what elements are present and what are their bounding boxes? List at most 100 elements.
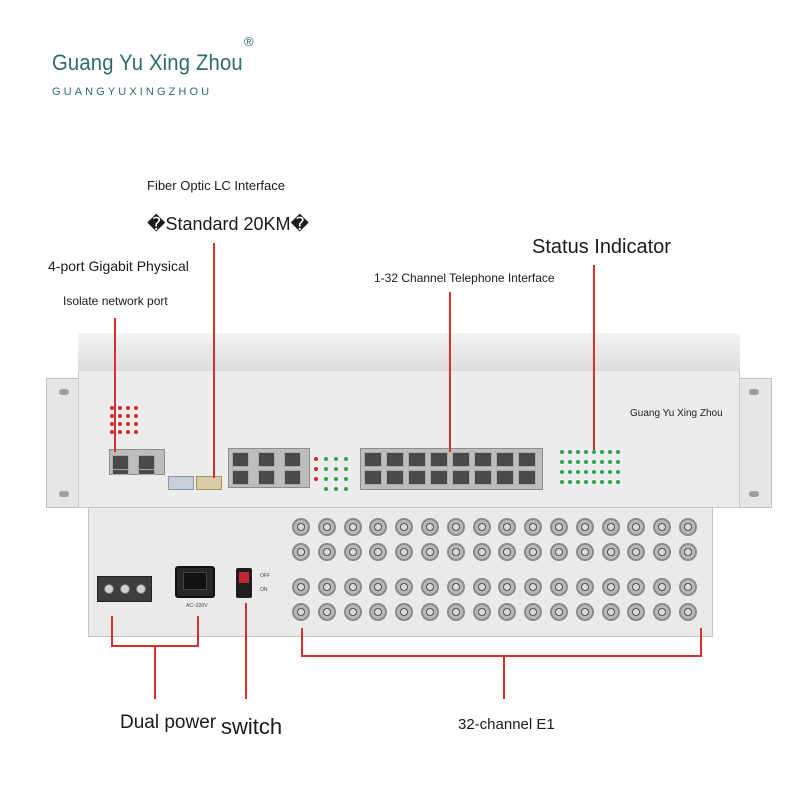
bnc-e1-connector[interactable] [524, 543, 543, 561]
telephone-port[interactable] [474, 470, 492, 485]
bnc-e1-connector[interactable] [627, 603, 646, 621]
bnc-e1-connector[interactable] [653, 518, 672, 536]
rj45-port[interactable] [284, 470, 301, 485]
sfp-fiber-port[interactable] [196, 476, 222, 490]
bnc-e1-connector[interactable] [550, 543, 568, 561]
rj45-port[interactable] [112, 455, 129, 470]
telephone-port[interactable] [386, 452, 404, 467]
telephone-port[interactable] [430, 470, 448, 485]
bnc-e1-connector[interactable] [472, 518, 491, 536]
bnc-e1-connector[interactable] [498, 603, 517, 621]
bnc-e1-connector[interactable] [395, 603, 414, 621]
bnc-e1-connector[interactable] [601, 603, 620, 621]
bnc-e1-connector[interactable] [601, 543, 620, 561]
rj45-port[interactable] [258, 470, 275, 485]
status-led [576, 470, 580, 474]
bnc-e1-connector[interactable] [575, 518, 594, 536]
bnc-e1-connector[interactable] [343, 543, 362, 561]
rj45-port[interactable] [284, 452, 301, 467]
bnc-e1-connector[interactable] [369, 603, 388, 621]
status-led [568, 460, 572, 464]
bnc-e1-connector[interactable] [395, 543, 414, 561]
bnc-e1-connector[interactable] [498, 543, 517, 561]
bnc-e1-connector[interactable] [421, 518, 439, 536]
bnc-e1-connector[interactable] [317, 518, 336, 536]
bnc-e1-connector[interactable] [679, 578, 697, 596]
telephone-port[interactable] [518, 470, 536, 485]
bnc-e1-connector[interactable] [317, 603, 336, 621]
bnc-e1-connector[interactable] [446, 603, 465, 621]
dc-power-terminal[interactable] [97, 576, 152, 602]
telephone-port[interactable] [364, 452, 382, 467]
bnc-e1-connector[interactable] [317, 578, 336, 596]
telephone-port[interactable] [386, 470, 404, 485]
bnc-e1-connector[interactable] [679, 543, 697, 561]
status-led [608, 460, 612, 464]
bnc-e1-connector[interactable] [421, 543, 439, 561]
bnc-e1-connector[interactable] [446, 578, 465, 596]
bnc-e1-connector[interactable] [524, 603, 543, 621]
rj45-port[interactable] [232, 470, 249, 485]
bnc-e1-connector[interactable] [601, 518, 620, 536]
rj45-port[interactable] [258, 452, 275, 467]
telephone-port[interactable] [430, 452, 448, 467]
bnc-e1-connector[interactable] [575, 578, 594, 596]
power-switch-rocker[interactable] [239, 572, 249, 583]
bnc-e1-connector[interactable] [395, 578, 414, 596]
bnc-e1-connector[interactable] [524, 518, 543, 536]
bnc-e1-connector[interactable] [653, 578, 672, 596]
bnc-e1-connector[interactable] [421, 578, 439, 596]
status-led [600, 470, 604, 474]
bnc-e1-connector[interactable] [317, 543, 336, 561]
bnc-e1-connector[interactable] [292, 518, 310, 536]
telephone-port[interactable] [496, 452, 514, 467]
sfp-fiber-port[interactable] [168, 476, 194, 490]
bnc-e1-connector[interactable] [627, 578, 646, 596]
telephone-port[interactable] [364, 470, 382, 485]
bnc-e1-connector[interactable] [395, 518, 414, 536]
bnc-e1-connector[interactable] [472, 578, 491, 596]
bnc-e1-connector[interactable] [601, 578, 620, 596]
bnc-e1-connector[interactable] [575, 543, 594, 561]
bnc-e1-connector[interactable] [369, 518, 388, 536]
telephone-port[interactable] [408, 452, 426, 467]
telephone-port[interactable] [496, 470, 514, 485]
bnc-e1-connector[interactable] [446, 543, 465, 561]
bnc-e1-connector[interactable] [472, 603, 491, 621]
bnc-e1-connector[interactable] [446, 518, 465, 536]
bnc-e1-connector[interactable] [472, 543, 491, 561]
bnc-e1-connector[interactable] [343, 518, 362, 536]
telephone-port[interactable] [474, 452, 492, 467]
bnc-e1-connector[interactable] [292, 543, 310, 561]
bnc-e1-connector[interactable] [369, 578, 388, 596]
rj45-port[interactable] [112, 469, 129, 475]
rj45-port[interactable] [138, 455, 155, 470]
bnc-e1-connector[interactable] [575, 603, 594, 621]
telephone-port[interactable] [452, 452, 470, 467]
telephone-port[interactable] [452, 470, 470, 485]
bnc-e1-connector[interactable] [679, 603, 697, 621]
bnc-e1-connector[interactable] [627, 518, 646, 536]
rj45-port[interactable] [232, 452, 249, 467]
bnc-e1-connector[interactable] [653, 603, 672, 621]
bnc-e1-connector[interactable] [498, 578, 517, 596]
bnc-e1-connector[interactable] [524, 578, 543, 596]
bnc-e1-connector[interactable] [679, 518, 697, 536]
bnc-e1-connector[interactable] [627, 543, 646, 561]
dual-power-label: Dual power [120, 712, 217, 733]
telephone-port[interactable] [408, 470, 426, 485]
fiber-interface-label: Fiber Optic LC Interface [147, 178, 285, 193]
bnc-e1-connector[interactable] [653, 543, 672, 561]
bnc-e1-connector[interactable] [498, 518, 517, 536]
bnc-e1-connector[interactable] [550, 518, 568, 536]
bnc-e1-connector[interactable] [292, 578, 310, 596]
bnc-e1-connector[interactable] [292, 603, 310, 621]
bnc-e1-connector[interactable] [369, 543, 388, 561]
bnc-e1-connector[interactable] [343, 603, 362, 621]
telephone-port[interactable] [518, 452, 536, 467]
bnc-e1-connector[interactable] [550, 578, 568, 596]
rj45-port[interactable] [138, 469, 155, 475]
bnc-e1-connector[interactable] [343, 578, 362, 596]
bnc-e1-connector[interactable] [421, 603, 439, 621]
bnc-e1-connector[interactable] [550, 603, 568, 621]
